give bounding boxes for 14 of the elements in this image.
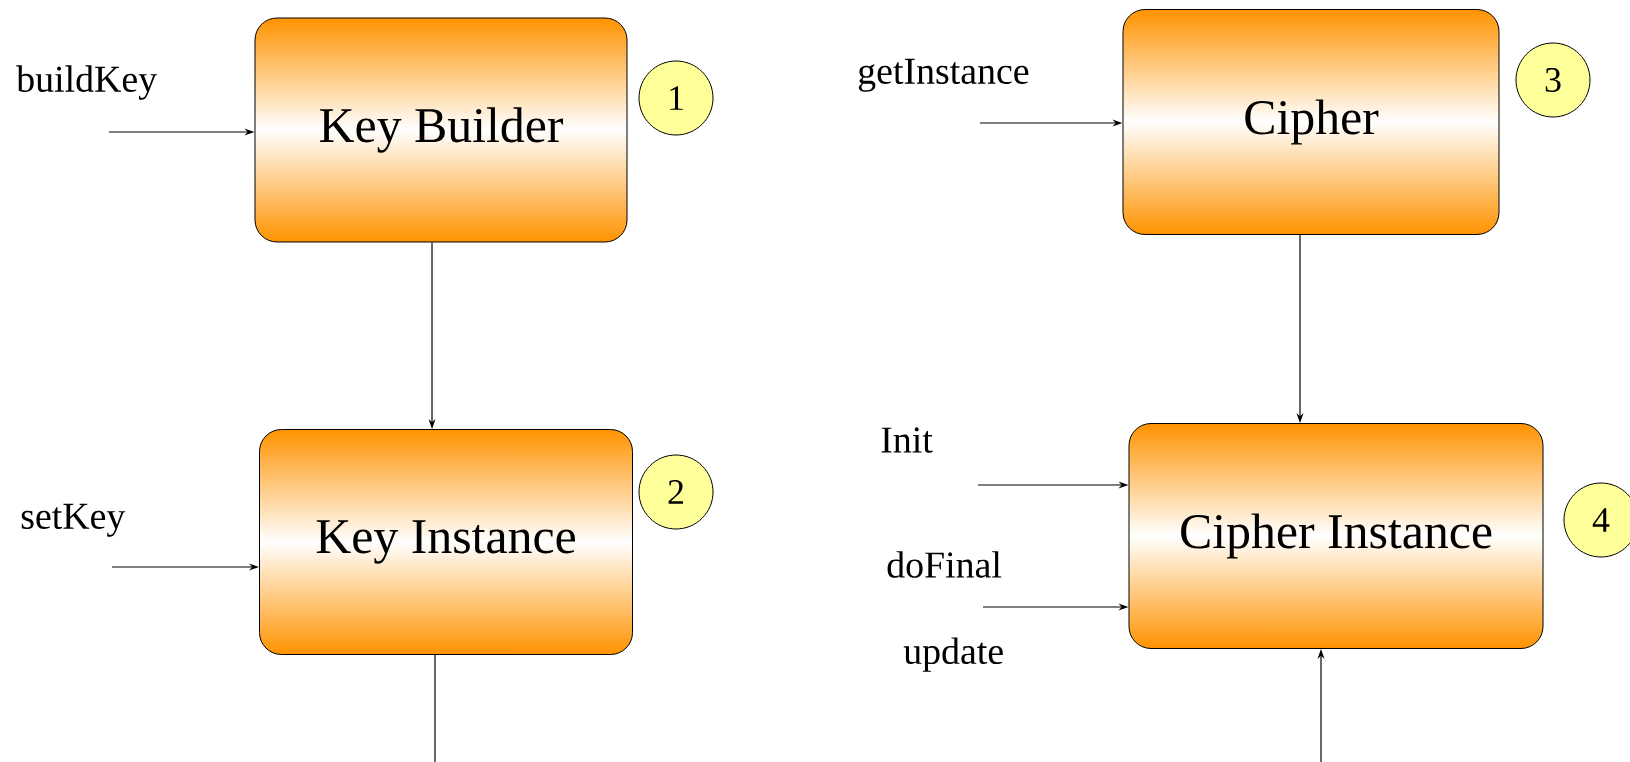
process-box: Key Builder <box>254 17 628 243</box>
step-number: 1 <box>638 60 714 136</box>
step-number: 2 <box>638 454 714 530</box>
edge-label: Init <box>881 427 933 453</box>
process-box: Cipher Instance <box>1128 423 1544 649</box>
edge-label: doFinal <box>887 551 1002 578</box>
edge-label: getInstance <box>858 58 1029 92</box>
edge-label: buildKey <box>16 65 157 100</box>
step-number: 3 <box>1515 42 1591 118</box>
note-text: update <box>903 637 1003 672</box>
process-box: Key Instance <box>259 429 633 655</box>
edge-label: setKey <box>21 503 126 537</box>
process-box: Cipher <box>1122 9 1500 235</box>
step-number: 4 <box>1563 482 1630 558</box>
